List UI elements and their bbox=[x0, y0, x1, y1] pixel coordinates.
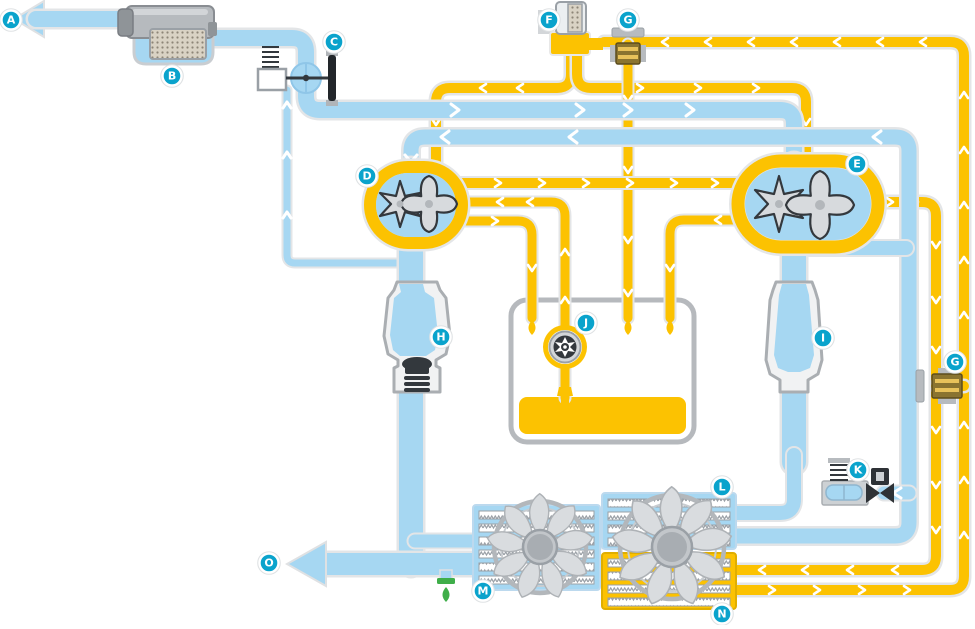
air-filter bbox=[117, 5, 217, 66]
badge-a-label: A bbox=[7, 14, 16, 27]
badge-g-right-label: G bbox=[950, 356, 959, 369]
oil-pickup-stub bbox=[561, 396, 569, 412]
right-cooling-fan bbox=[611, 485, 733, 606]
badge-b-label: B bbox=[168, 70, 176, 83]
oil-level bbox=[519, 397, 686, 434]
air-outlet-arrow bbox=[284, 540, 327, 588]
left-roots-blower bbox=[361, 158, 471, 252]
badge-b: B bbox=[160, 64, 184, 88]
valve-bowtie bbox=[866, 483, 894, 503]
badge-k-label: K bbox=[854, 464, 863, 477]
bypass-valve bbox=[821, 458, 894, 506]
fuel-injector bbox=[402, 357, 432, 392]
right-roots-blower bbox=[729, 152, 887, 256]
left-cooling-fan bbox=[486, 492, 594, 599]
oil-pipe-network bbox=[436, 42, 964, 590]
badge-m-label: M bbox=[478, 585, 489, 598]
main-intake-pipe bbox=[206, 38, 794, 172]
badge-e: E bbox=[845, 152, 869, 176]
badge-f: F bbox=[537, 8, 561, 32]
badge-f-label: F bbox=[545, 14, 553, 27]
badge-l: L bbox=[710, 475, 734, 499]
badge-k: K bbox=[846, 458, 870, 482]
oil-pump bbox=[543, 325, 587, 369]
diffuser-flow bbox=[774, 284, 814, 372]
badge-g-top-label: G bbox=[623, 14, 632, 27]
badge-c: C bbox=[322, 30, 346, 54]
badge-j: J bbox=[574, 311, 598, 335]
venturi-cone bbox=[390, 284, 438, 356]
badge-e-label: E bbox=[853, 158, 861, 171]
badge-g-top: G bbox=[616, 8, 640, 32]
valve-spring bbox=[830, 464, 848, 481]
diffuser-cone bbox=[764, 280, 824, 394]
badge-n: N bbox=[710, 602, 734, 626]
badge-j-label: J bbox=[583, 317, 588, 330]
filter-mesh bbox=[567, 3, 583, 33]
condensate-drain bbox=[437, 569, 455, 602]
badge-i: I bbox=[811, 326, 835, 350]
butterfly-disc bbox=[328, 55, 336, 101]
badge-n-label: N bbox=[717, 608, 726, 621]
badge-l-label: L bbox=[718, 481, 725, 494]
drain-valve bbox=[437, 578, 455, 584]
filter-element bbox=[149, 28, 207, 60]
badge-a: A bbox=[0, 8, 23, 32]
control-valve-top bbox=[610, 27, 646, 65]
air-pipe-network bbox=[12, 0, 909, 588]
badge-m: M bbox=[471, 579, 495, 603]
actuator-spring bbox=[262, 46, 279, 68]
badge-c-label: C bbox=[330, 36, 338, 49]
control-valve-right bbox=[915, 368, 963, 404]
badge-g-right: G bbox=[943, 350, 967, 374]
badge-o-label: O bbox=[264, 557, 273, 570]
oil-pickup-bell bbox=[557, 387, 573, 396]
venturi-injector bbox=[382, 280, 452, 394]
label-badges: A B C D E F G G H I J K L M N O bbox=[0, 8, 967, 626]
badge-i-label: I bbox=[821, 332, 825, 345]
badge-d: D bbox=[355, 164, 379, 188]
badge-o: O bbox=[257, 551, 281, 575]
badge-d-label: D bbox=[362, 170, 371, 183]
badge-h: H bbox=[429, 325, 453, 349]
water-droplet bbox=[442, 587, 450, 602]
badge-h-label: H bbox=[436, 331, 445, 344]
oil-flow-arrows bbox=[430, 36, 970, 596]
actuator-body bbox=[256, 67, 288, 92]
